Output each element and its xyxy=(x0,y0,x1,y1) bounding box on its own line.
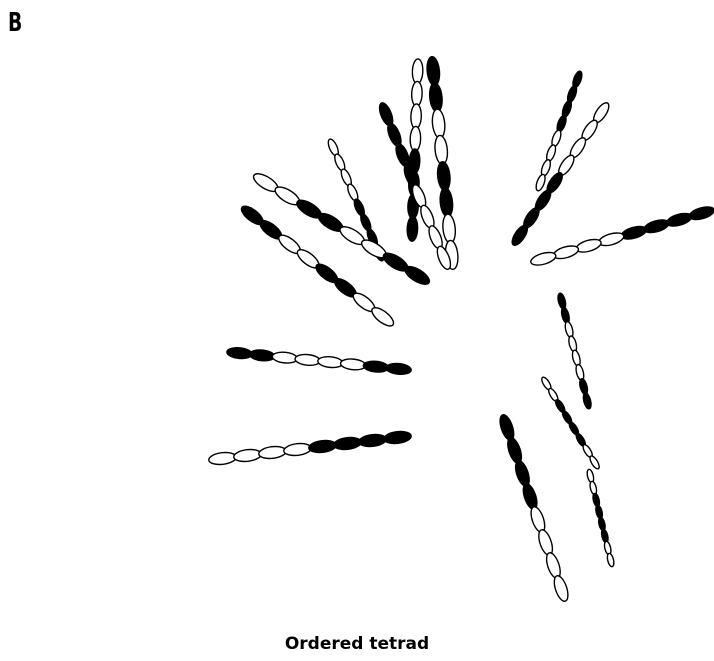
spore-dark xyxy=(426,56,441,86)
spore-light xyxy=(208,451,237,466)
spore-dark xyxy=(497,413,516,442)
spore-light xyxy=(536,528,555,557)
spore-light xyxy=(544,551,563,580)
spore-dark xyxy=(521,482,540,511)
spore-light xyxy=(283,442,312,457)
spore-dark xyxy=(505,436,524,465)
spore-light xyxy=(431,109,446,139)
spore-light xyxy=(442,214,457,244)
spore-light xyxy=(552,574,571,603)
spore-light xyxy=(606,553,615,568)
spore-dark xyxy=(308,439,337,454)
spore-light xyxy=(575,364,586,381)
spore-light xyxy=(571,349,582,366)
spore-light xyxy=(410,104,421,129)
spore-light xyxy=(369,304,396,329)
spore-dark xyxy=(557,292,568,309)
ascus-14 xyxy=(226,347,411,376)
spore-dark xyxy=(383,430,412,445)
spore-light xyxy=(434,135,449,165)
spore-light xyxy=(529,250,557,267)
spore-dark xyxy=(582,392,593,409)
ascus-15 xyxy=(208,430,412,466)
spore-dark xyxy=(436,161,451,191)
spore-dark xyxy=(439,187,454,217)
spore-dark xyxy=(333,436,362,451)
spore-dark xyxy=(578,378,589,395)
spore-light xyxy=(340,358,366,371)
spore-light xyxy=(597,231,625,248)
spore-light xyxy=(317,356,343,369)
spore-dark xyxy=(560,307,571,324)
spore-light xyxy=(412,59,423,84)
spore-light xyxy=(233,448,262,463)
spore-light xyxy=(258,445,287,460)
spore-dark xyxy=(358,433,387,448)
spore-light xyxy=(411,81,422,106)
spore-light xyxy=(564,321,575,338)
spore-dark xyxy=(688,205,714,222)
spore-dark xyxy=(249,349,275,362)
spore-dark xyxy=(386,362,412,375)
ascus-3 xyxy=(529,205,714,268)
spore-light xyxy=(528,505,547,534)
figure-caption: Ordered tetrad xyxy=(0,634,714,654)
spore-dark xyxy=(513,459,532,488)
spore-light xyxy=(410,126,421,151)
spore-dark xyxy=(363,360,389,373)
ascus-10 xyxy=(557,292,593,409)
spore-light xyxy=(588,455,601,471)
ascus-9 xyxy=(239,203,397,329)
ascus-13 xyxy=(586,469,615,568)
spore-light xyxy=(295,353,321,366)
spore-dark xyxy=(226,347,252,360)
spore-dark xyxy=(509,223,530,248)
ascus-12 xyxy=(497,413,570,603)
spore-light xyxy=(567,335,578,352)
spore-dark xyxy=(407,216,418,241)
spore-dark xyxy=(643,218,671,235)
spore-light xyxy=(575,237,603,254)
spore-light xyxy=(552,244,580,261)
spore-dark xyxy=(402,263,432,288)
ascus-11 xyxy=(540,376,601,470)
spore-light xyxy=(534,173,547,192)
spore-dark xyxy=(620,224,648,241)
spore-dark xyxy=(665,211,693,228)
spore-dark xyxy=(428,82,443,112)
spore-light xyxy=(272,351,298,364)
